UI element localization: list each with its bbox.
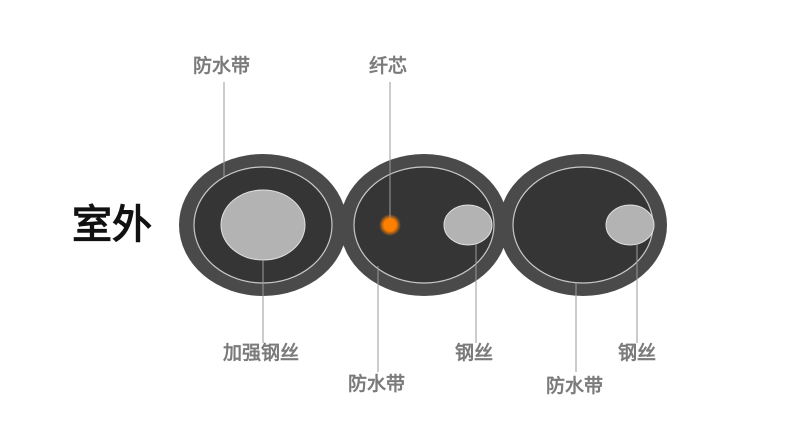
section-title: 室外 [72,202,152,248]
label-waterproof-tape-2: 防水带 [348,373,406,395]
label-steel-wire-2: 钢丝 [455,342,494,364]
label-steel-wire-3: 钢丝 [618,342,657,364]
leader-lines [223,82,638,372]
fiber-core [384,219,396,231]
steel-wire-2 [443,204,493,246]
tape-ring-2 [353,166,495,284]
label-waterproof-tape-3: 防水带 [546,375,604,397]
label-waterproof-tape-1: 防水带 [193,55,251,77]
label-strength-wire: 加强钢丝 [223,342,300,364]
steel-wire-3 [605,204,655,246]
strength-wire [220,189,306,261]
label-fiber-core: 纤芯 [369,55,408,77]
